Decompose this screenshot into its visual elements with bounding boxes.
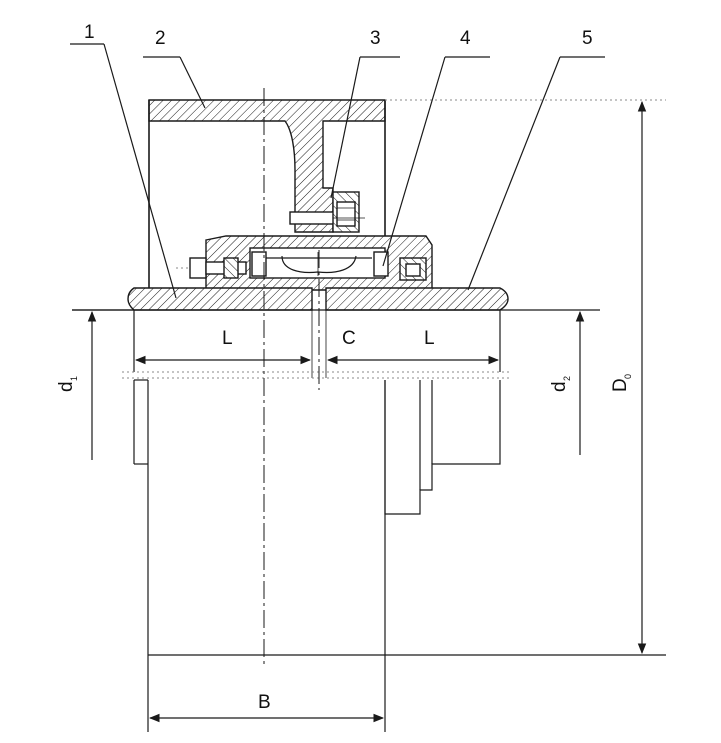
bore — [122, 310, 510, 379]
callout-2: 2 — [155, 28, 166, 49]
dim-B: B — [258, 692, 271, 713]
dim-L-right: L — [424, 328, 435, 349]
dim-C: C — [342, 328, 356, 349]
dim-L-left: L — [222, 328, 233, 349]
callout-4: 4 — [460, 28, 471, 49]
dim-D0-main: D — [610, 378, 631, 392]
callout-3: 3 — [370, 28, 381, 49]
dim-D0: D 0 — [610, 374, 633, 392]
dim-d1: d 1 — [56, 376, 79, 392]
dim-d2-main: d — [549, 381, 570, 392]
left-bolt — [176, 257, 247, 279]
leader-lines — [70, 43, 605, 299]
dim-d1-sub: 1 — [69, 376, 79, 381]
callout-1: 1 — [84, 22, 95, 43]
dim-d2: d 2 — [549, 376, 572, 392]
dim-d1-main: d — [56, 381, 77, 392]
dim-D0-sub: 0 — [623, 374, 633, 379]
dim-d2-sub: 2 — [562, 376, 572, 381]
extension-lines — [72, 99, 666, 732]
flange-bolt — [289, 191, 365, 233]
callout-5: 5 — [582, 28, 593, 49]
brake-drum — [148, 99, 386, 290]
lower-body — [133, 379, 501, 655]
hub-band — [127, 287, 509, 378]
dimension-arrows — [87, 100, 647, 723]
